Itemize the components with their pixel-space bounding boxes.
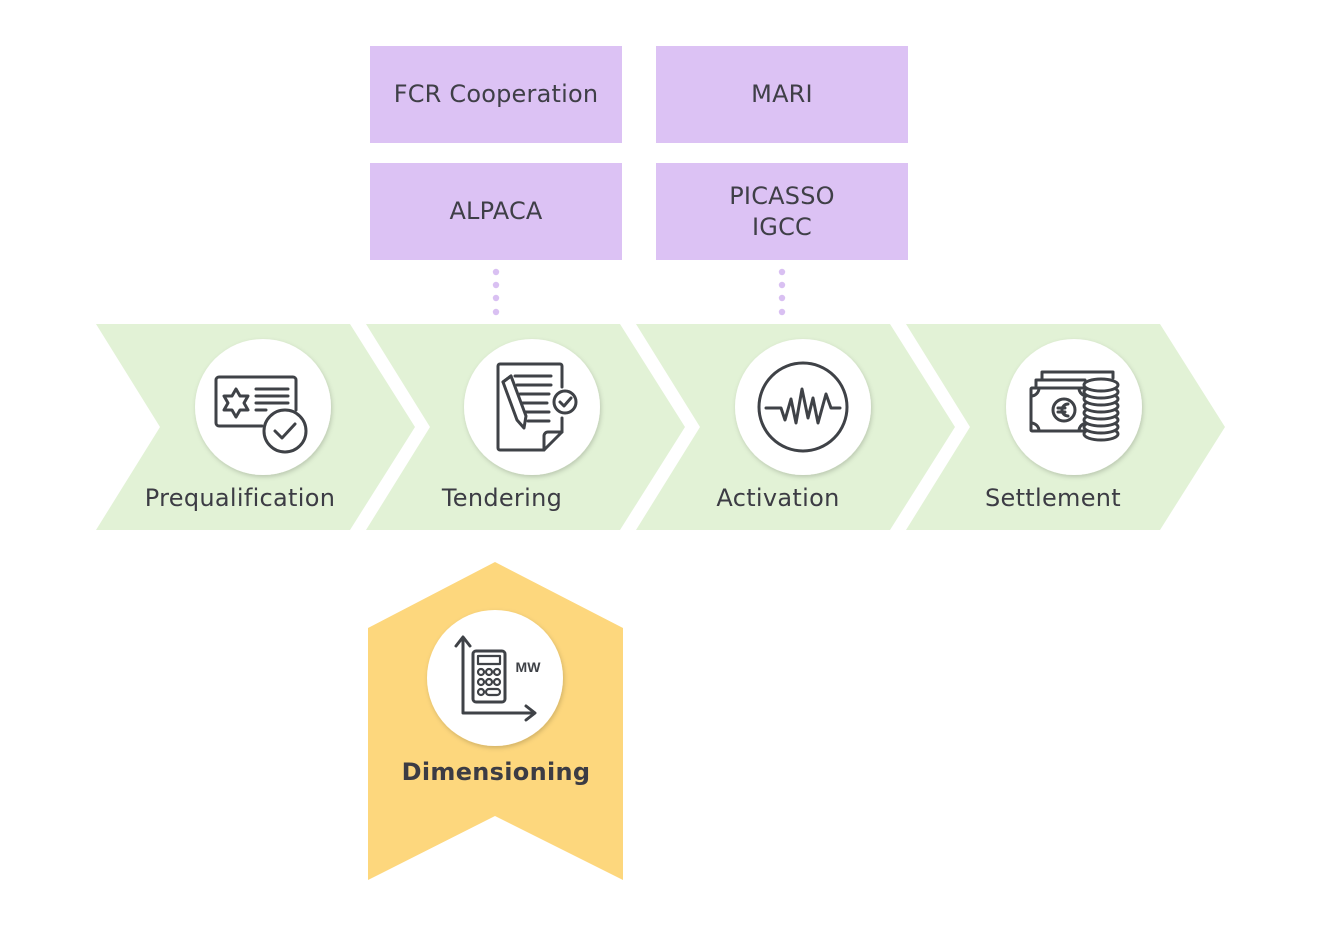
calculator-chart-icon bbox=[454, 635, 537, 722]
icon-circle-tendering bbox=[464, 339, 600, 475]
platform-box-alpaca: ALPACA bbox=[370, 163, 622, 260]
document-pencil-check-icon bbox=[496, 362, 578, 452]
step-label-activation: Activation bbox=[716, 484, 840, 512]
signal-wave-icon bbox=[757, 361, 849, 453]
platform-box-picasso-igcc: PICASSO IGCC bbox=[656, 163, 908, 260]
platform-box-fcr-cooperation: FCR Cooperation bbox=[370, 46, 622, 143]
step-label-tendering: Tendering bbox=[441, 484, 563, 512]
platform-box-mari: MARI bbox=[656, 46, 908, 143]
step-label-prequalification: Prequalification bbox=[144, 484, 336, 512]
dimensioning-label: Dimensioning bbox=[401, 758, 591, 786]
mw-unit-text: MW bbox=[516, 659, 542, 675]
money-coins-euro-icon bbox=[1029, 370, 1120, 442]
connector-dots-tendering bbox=[492, 268, 500, 316]
icon-circle-dimensioning bbox=[427, 610, 563, 746]
icon-circle-activation bbox=[735, 339, 871, 475]
certificate-check-icon bbox=[214, 375, 308, 454]
connector-dots-activation bbox=[778, 268, 786, 316]
step-label-settlement: Settlement bbox=[984, 484, 1122, 512]
